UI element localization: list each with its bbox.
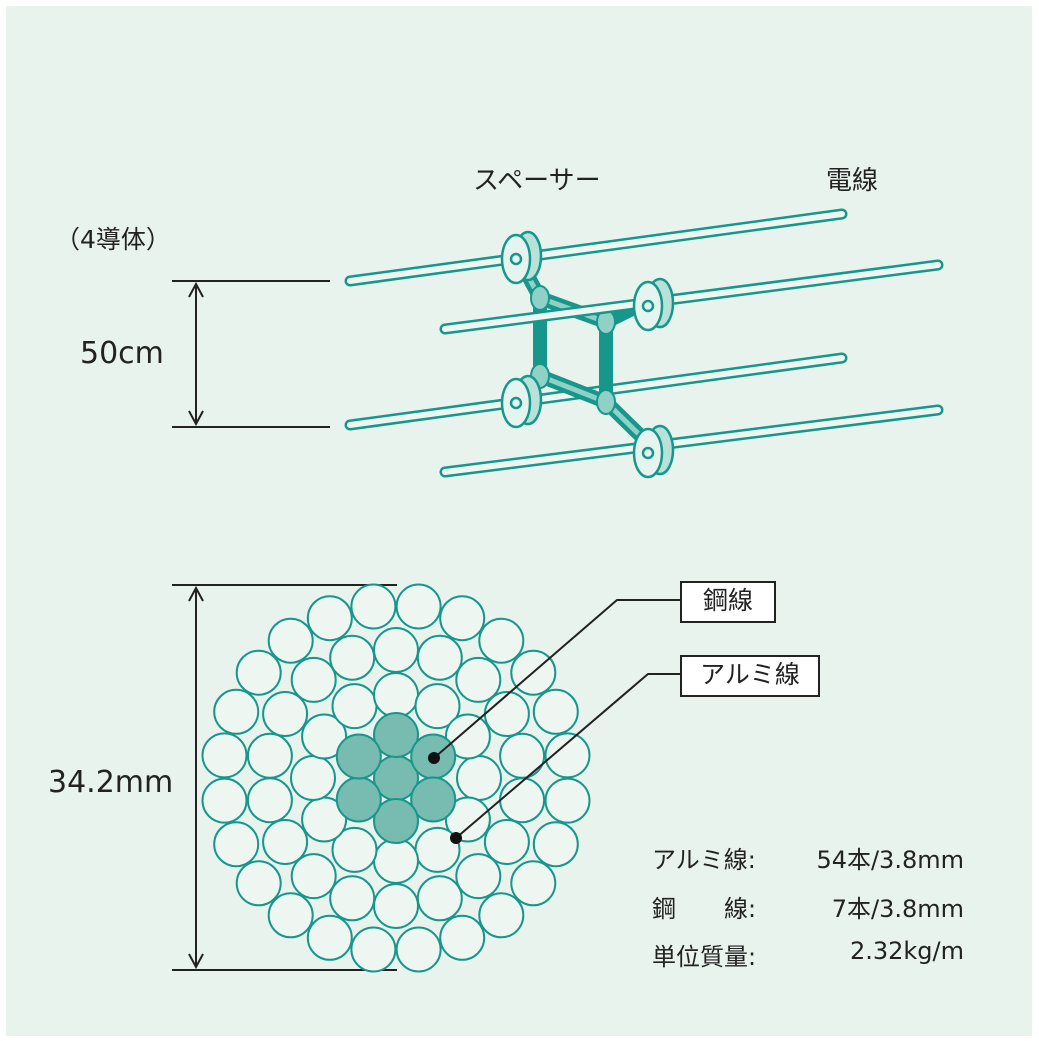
aluminum-strand	[532, 688, 579, 735]
aluminum-strand	[331, 683, 378, 730]
spec-row-steel: 鋼 線: 7本/3.8mm	[652, 889, 972, 929]
aluminum-strand	[201, 732, 248, 779]
aluminum-strand	[350, 926, 397, 973]
steel-strand	[335, 776, 382, 823]
background-panel	[6, 6, 1032, 1036]
aluminum-strand	[416, 875, 463, 922]
aluminum-strand	[510, 860, 557, 907]
wire-top-back	[344, 208, 848, 287]
steel-strand	[410, 776, 457, 823]
spec-value: 54本/3.8mm	[816, 846, 964, 874]
aluminum-strand	[444, 713, 491, 760]
leader-aluminum	[450, 673, 680, 844]
diameter-dimension	[172, 584, 397, 971]
aluminum-strand	[290, 755, 336, 801]
aluminum-strand	[246, 732, 293, 779]
aluminum-strand	[301, 713, 348, 760]
spec-row-aluminum: アルミ線: 54本/3.8mm	[652, 840, 972, 880]
aluminum-strand	[373, 883, 419, 929]
aluminum-strand	[439, 595, 486, 642]
aluminum-strand	[267, 892, 314, 939]
aluminum-strand	[455, 853, 502, 900]
steel-strand	[373, 712, 419, 758]
wire-top-front	[439, 259, 944, 335]
aluminum-strand	[414, 683, 461, 730]
aluminum-strand	[444, 796, 491, 843]
aluminum-strand	[267, 617, 314, 664]
aluminum-strand	[499, 732, 546, 779]
aluminum-strand	[201, 777, 248, 824]
aluminum-strand	[455, 656, 502, 703]
aluminum-strand	[235, 649, 282, 696]
spec-value: 7本/3.8mm	[831, 895, 964, 923]
aluminum-strand	[262, 819, 309, 865]
aluminum-strand	[544, 732, 591, 779]
spec-row-mass: 単位質量: 2.32kg/m	[652, 937, 972, 977]
aluminum-strand	[329, 875, 376, 922]
steel-wire-callout: 鋼線	[680, 581, 776, 623]
aluminum-strand	[373, 672, 419, 718]
aluminum-strand	[290, 853, 337, 900]
aluminum-strand	[395, 926, 442, 973]
aluminum-strand	[478, 892, 525, 939]
diameter-label: 34.2mm	[48, 765, 174, 800]
spacer-label: スペーサー	[473, 166, 601, 196]
spacing-label: 50cm	[80, 336, 164, 371]
steel-strand	[373, 798, 419, 844]
spec-label: アルミ線:	[652, 846, 756, 874]
leader-steel	[428, 599, 680, 764]
spacing-dimension	[172, 280, 330, 428]
aluminum-strand	[213, 688, 260, 735]
spec-label: 単位質量:	[652, 943, 757, 971]
steel-strand	[335, 733, 382, 780]
aluminum-strand	[483, 819, 530, 865]
aluminum-strand	[246, 777, 293, 824]
aluminum-strand	[373, 627, 419, 673]
aluminum-strand	[262, 691, 309, 737]
aluminum-strand	[439, 914, 486, 961]
spacer-clamp	[632, 424, 675, 479]
aluminum-strand	[306, 595, 353, 642]
aluminum-strand	[544, 777, 591, 824]
aluminum-strand	[213, 821, 260, 868]
aluminum-strand	[483, 691, 530, 737]
spacer-clamp	[500, 230, 543, 285]
aluminum-strand	[235, 860, 282, 907]
aluminum-strand	[395, 583, 442, 630]
aluminum-strand	[306, 914, 353, 961]
spacer-clamp	[500, 374, 543, 429]
aluminum-strand	[478, 617, 525, 664]
spacer-clamp	[632, 277, 675, 332]
wire-label: 電線	[826, 166, 879, 196]
conductor-cross-section	[201, 583, 591, 973]
wire-bottom-front	[439, 404, 944, 478]
aluminum-strand	[532, 821, 579, 868]
spec-label: 鋼 線:	[652, 895, 757, 923]
aluminum-strand	[331, 826, 378, 873]
aluminum-strand	[456, 755, 502, 801]
aluminum-strand	[329, 634, 376, 681]
aluminum-wire-callout: アルミ線	[680, 655, 820, 697]
aluminum-strand	[290, 656, 337, 703]
aluminum-strand	[416, 634, 463, 681]
conductor-count-label: （4導体）	[55, 225, 171, 254]
aluminum-strand	[499, 777, 546, 824]
aluminum-strand	[350, 583, 397, 630]
aluminum-strand	[373, 838, 419, 884]
spec-value: 2.32kg/m	[849, 937, 964, 965]
